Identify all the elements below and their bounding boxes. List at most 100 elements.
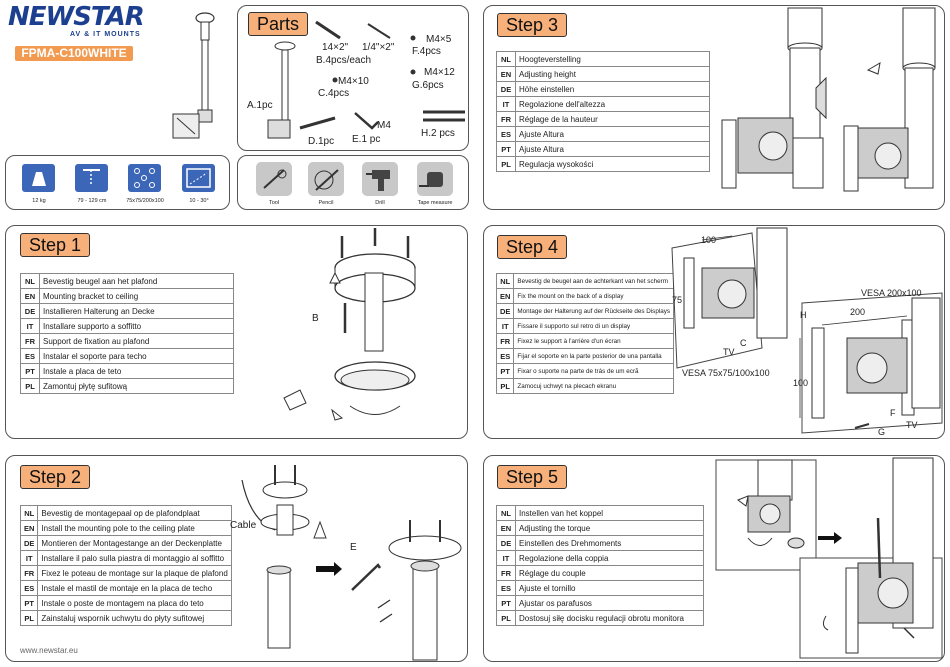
part-b-qty: B.4pcs/each bbox=[316, 55, 372, 66]
lang-code: PT bbox=[495, 363, 515, 379]
lang-code: DE bbox=[20, 303, 40, 319]
instruction-text: Fix the mount on the back of a display bbox=[513, 288, 675, 304]
callout-vesa-large: VESA 200x100 bbox=[861, 288, 922, 298]
instruction-text: Bevestig beugel aan het plafond bbox=[39, 273, 234, 289]
lang-code: DE bbox=[495, 303, 515, 319]
lang-code: ES bbox=[20, 348, 40, 364]
instruction-text: Support de fixation au plafond bbox=[39, 333, 234, 349]
lang-code: EN bbox=[496, 520, 516, 536]
lang-code: DE bbox=[496, 81, 516, 97]
lang-code: NL bbox=[496, 505, 516, 521]
lang-code: NL bbox=[495, 273, 515, 289]
instruction-text: Instale el mastil de montaje en la placa… bbox=[37, 580, 232, 596]
part-d-label: D.1pc bbox=[308, 136, 335, 147]
part-b-size-2: 1/4"×2" bbox=[362, 42, 395, 53]
lang-code: EN bbox=[495, 288, 515, 304]
callout-g: G bbox=[878, 427, 886, 437]
part-c-qty: C.4pcs bbox=[318, 88, 350, 99]
instruction-text: Instale a placa de teto bbox=[39, 363, 234, 379]
step2-illustration bbox=[241, 465, 462, 661]
lang-code: PL bbox=[20, 378, 40, 394]
height-range-icon bbox=[75, 164, 108, 192]
lang-code: IT bbox=[20, 318, 40, 334]
instruction-text: Instellen van het koppel bbox=[515, 505, 704, 521]
callout-vesa-small: VESA 75x75/100x100 bbox=[682, 368, 770, 378]
instruction-text: Réglage du couple bbox=[515, 565, 704, 581]
website-url: www.newstar.eu bbox=[20, 646, 78, 655]
callout-e: E bbox=[350, 542, 357, 553]
drill-icon bbox=[362, 162, 398, 196]
lang-code: PT bbox=[19, 595, 39, 611]
callout-tv-2: TV bbox=[906, 420, 918, 430]
instruction-text: Hoogteverstelling bbox=[515, 51, 710, 67]
part-a-label: A.1pc bbox=[247, 100, 273, 111]
tool-label: Tool bbox=[268, 200, 280, 206]
instruction-text: Montage der Halterung auf der Rückseite … bbox=[513, 303, 675, 319]
brand-logo: NEWSTAR AV & IT MOUNTS bbox=[8, 2, 158, 42]
tool-icon bbox=[256, 162, 292, 196]
lang-code: PT bbox=[496, 595, 516, 611]
instruction-text: Fixez le support à l'arrière d'un écran bbox=[513, 333, 675, 349]
instruction-text: Installare supporto a soffitto bbox=[39, 318, 234, 334]
instruction-text: Fijar el soporte en la parte posterior d… bbox=[513, 348, 675, 364]
vesa-pattern-icon bbox=[128, 164, 161, 192]
lang-code: ES bbox=[496, 580, 516, 596]
callout-dim-100: 100 bbox=[701, 235, 717, 245]
lang-code: FR bbox=[496, 111, 516, 127]
lang-code: IT bbox=[495, 318, 515, 334]
step3-illustration bbox=[721, 7, 936, 192]
lang-code: PT bbox=[496, 141, 516, 157]
step5-illustration bbox=[715, 457, 943, 659]
spec-label: 79 - 129 cm bbox=[77, 198, 107, 204]
callout-cable: Cable bbox=[230, 520, 257, 531]
instruction-text: Ajustar os parafusos bbox=[515, 595, 704, 611]
callout-tv-1: TV bbox=[723, 347, 735, 357]
callout-dim-200: 200 bbox=[850, 307, 866, 317]
brand-name: NEWSTAR bbox=[8, 2, 145, 32]
pencil-icon bbox=[308, 162, 344, 196]
instruction-text: Bevestig de beugel aan de achterkant van… bbox=[513, 273, 675, 289]
instruction-text: Installare il palo sulla piastra di mont… bbox=[37, 550, 232, 566]
model-badge: FPMA-C100WHITE bbox=[15, 46, 133, 61]
instruction-text: Bevestig de montagepaal op de plafondpla… bbox=[37, 505, 232, 521]
lang-code: PL bbox=[495, 378, 515, 394]
tool-label: Pencil bbox=[318, 200, 334, 206]
callout-dim-75: 75 bbox=[672, 295, 683, 305]
instruction-text: Einstellen des Drehmoments bbox=[515, 535, 704, 551]
callout-c: C bbox=[740, 338, 747, 348]
spec-label: 12 kg bbox=[32, 198, 46, 204]
part-g-size: M4×12 bbox=[424, 67, 455, 78]
instruction-text: Ajuste el tornillo bbox=[515, 580, 704, 596]
lang-code: NL bbox=[19, 505, 39, 521]
tape-measure-icon bbox=[417, 162, 453, 196]
step5-title: Step 5 bbox=[497, 465, 568, 489]
lang-code: PL bbox=[496, 610, 516, 626]
